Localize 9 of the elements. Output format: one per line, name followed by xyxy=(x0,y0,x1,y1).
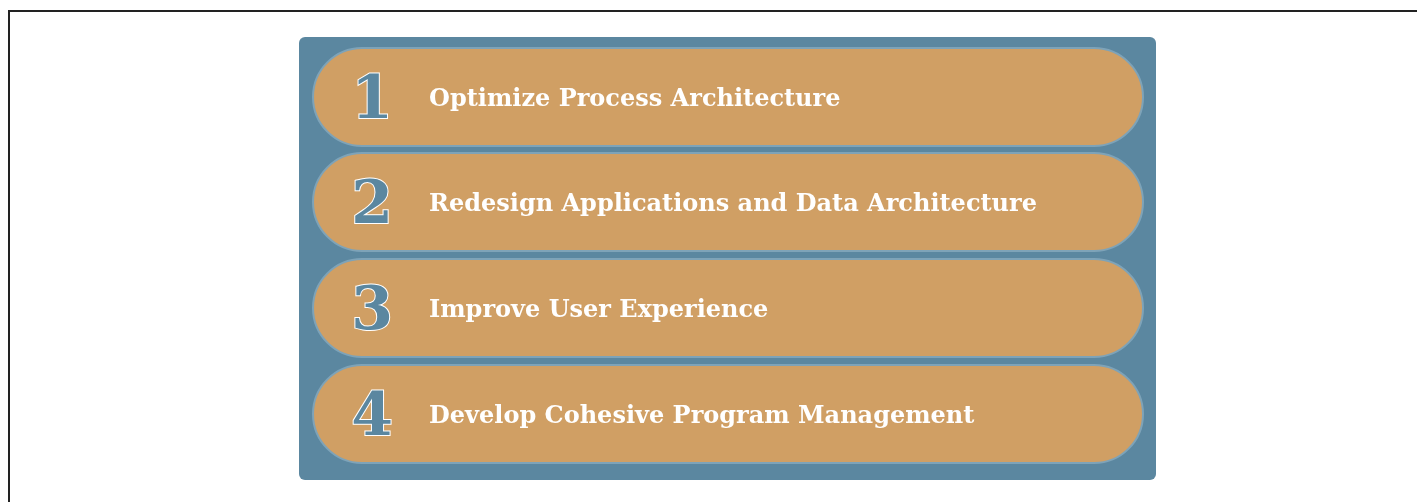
step-number: 4 xyxy=(350,384,394,444)
step-label: Redesign Applications and Data Architecture xyxy=(429,187,1037,217)
step-number: 1 xyxy=(350,67,394,127)
step-label: Improve User Experience xyxy=(429,293,769,323)
step-number: 3 xyxy=(350,278,394,338)
step-label: Develop Cohesive Program Management xyxy=(429,399,975,429)
step-label: Optimize Process Architecture xyxy=(429,82,841,112)
panel-background xyxy=(299,37,1156,480)
step-number: 2 xyxy=(350,172,394,232)
